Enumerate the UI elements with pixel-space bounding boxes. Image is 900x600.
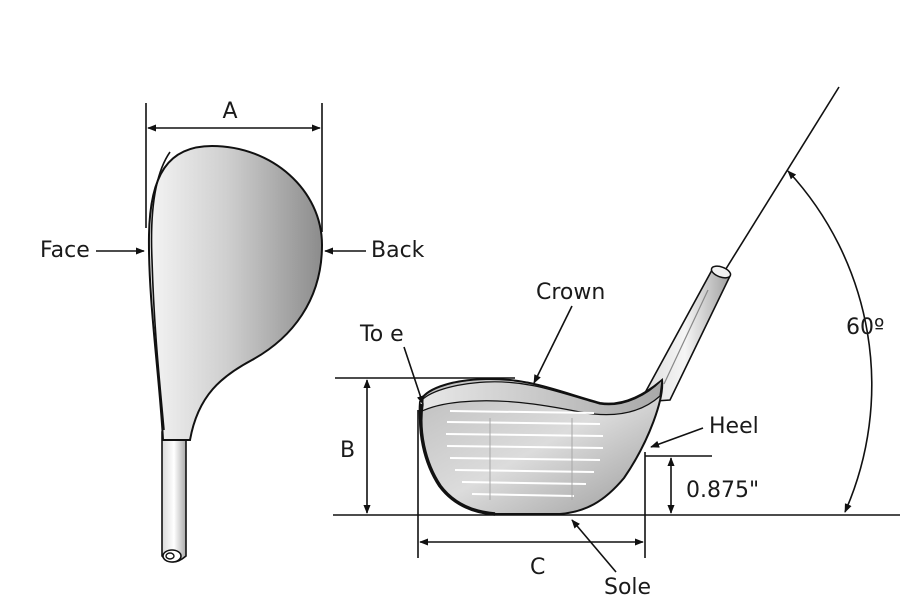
height-label: 0.875" — [686, 478, 759, 503]
toe-edge — [419, 403, 496, 516]
face-grooves — [445, 410, 604, 500]
dim-c-label: C — [530, 555, 545, 580]
sole-arrow — [571, 519, 617, 573]
toe-label: To e — [359, 322, 404, 347]
face-label: Face — [40, 238, 90, 263]
back-label: Back — [371, 238, 425, 263]
top-view-head — [147, 144, 324, 441]
heel-arrow — [650, 427, 704, 448]
top-view-shaft — [161, 431, 187, 563]
sole-label: Sole — [604, 575, 651, 600]
heel-label: Heel — [709, 414, 759, 439]
face-edge-line — [150, 151, 171, 431]
toe-arrow — [403, 346, 424, 405]
crown-surface — [419, 378, 663, 416]
crown-arrow — [533, 305, 573, 384]
angle-arc — [787, 170, 873, 513]
crown-label: Crown — [536, 280, 605, 305]
dim-b-label: B — [340, 438, 355, 463]
side-view: B C 0.875" Crown To e Heel Sole 60º — [333, 86, 900, 600]
angle-label: 60º — [846, 315, 884, 340]
shaft-line — [723, 86, 840, 273]
dim-a-label: A — [222, 99, 237, 124]
top-view: A Face Back — [40, 99, 425, 563]
hosel — [638, 269, 732, 403]
